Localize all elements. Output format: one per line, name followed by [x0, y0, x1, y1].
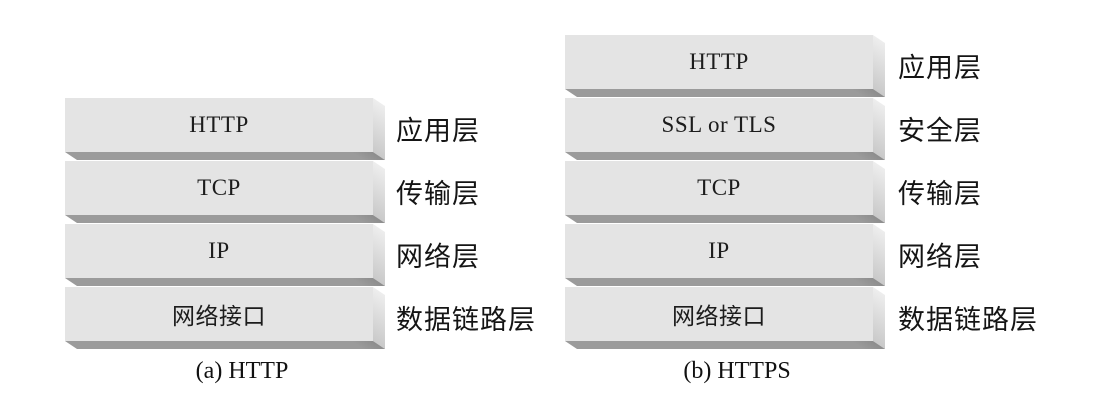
box-bottom-shadow	[565, 89, 885, 97]
protocol-label: SSL or TLS	[661, 112, 777, 137]
caption-https: (b) HTTPS	[683, 358, 791, 384]
layer-name-network: 网络层	[898, 241, 982, 272]
layer-box-face: HTTP	[565, 35, 873, 89]
box-bottom-shadow	[65, 341, 386, 349]
protocol-label: TCP	[197, 175, 241, 200]
layer-box-http: HTTP	[65, 98, 386, 160]
layer-box-face: TCP	[565, 161, 873, 215]
layer-box-http: HTTP	[565, 35, 885, 97]
layer-box-face: IP	[65, 224, 373, 278]
layer-box-ip: IP	[65, 224, 386, 286]
layer-box-network-interface: 网络接口	[65, 287, 386, 349]
layer-name-security: 安全层	[898, 115, 982, 146]
layer-name-datalink: 数据链路层	[898, 304, 1038, 335]
box-bottom-shadow	[65, 152, 386, 160]
box-side-shadow	[373, 161, 385, 223]
protocol-label: IP	[208, 238, 230, 263]
layer-box-face: 网络接口	[65, 287, 373, 341]
box-side-shadow	[873, 35, 885, 97]
box-bottom-shadow	[565, 152, 885, 160]
box-bottom-shadow	[565, 278, 885, 286]
protocol-label: 网络接口	[672, 304, 766, 329]
protocol-label: 网络接口	[172, 304, 266, 329]
layer-box-ip: IP	[565, 224, 885, 286]
layer-box-face: SSL or TLS	[565, 98, 873, 152]
layer-name-application: 应用层	[898, 52, 982, 83]
layer-box-tcp: TCP	[65, 161, 386, 223]
layer-box-network-interface: 网络接口	[565, 287, 885, 349]
protocol-label: TCP	[697, 175, 741, 200]
box-side-shadow	[873, 98, 885, 160]
box-side-shadow	[373, 224, 385, 286]
layer-name-network: 网络层	[396, 241, 480, 272]
box-bottom-shadow	[565, 341, 885, 349]
layer-box-ssl-tls: SSL or TLS	[565, 98, 885, 160]
box-side-shadow	[373, 98, 385, 160]
box-bottom-shadow	[65, 215, 386, 223]
box-side-shadow	[373, 287, 385, 349]
box-side-shadow	[873, 161, 885, 223]
layer-box-face: 网络接口	[565, 287, 873, 341]
layer-name-transport: 传输层	[396, 178, 480, 209]
layer-box-tcp: TCP	[565, 161, 885, 223]
box-side-shadow	[873, 224, 885, 286]
box-bottom-shadow	[65, 278, 386, 286]
box-bottom-shadow	[565, 215, 885, 223]
layer-box-face: HTTP	[65, 98, 373, 152]
caption-http: (a) HTTP	[195, 358, 289, 384]
layer-box-face: TCP	[65, 161, 373, 215]
box-side-shadow	[873, 287, 885, 349]
protocol-label: HTTP	[189, 112, 249, 137]
layer-name-transport: 传输层	[898, 178, 982, 209]
layer-name-application: 应用层	[396, 115, 480, 146]
protocol-label: IP	[708, 238, 730, 263]
layer-name-datalink: 数据链路层	[396, 304, 536, 335]
protocol-label: HTTP	[689, 49, 749, 74]
layer-box-face: IP	[565, 224, 873, 278]
